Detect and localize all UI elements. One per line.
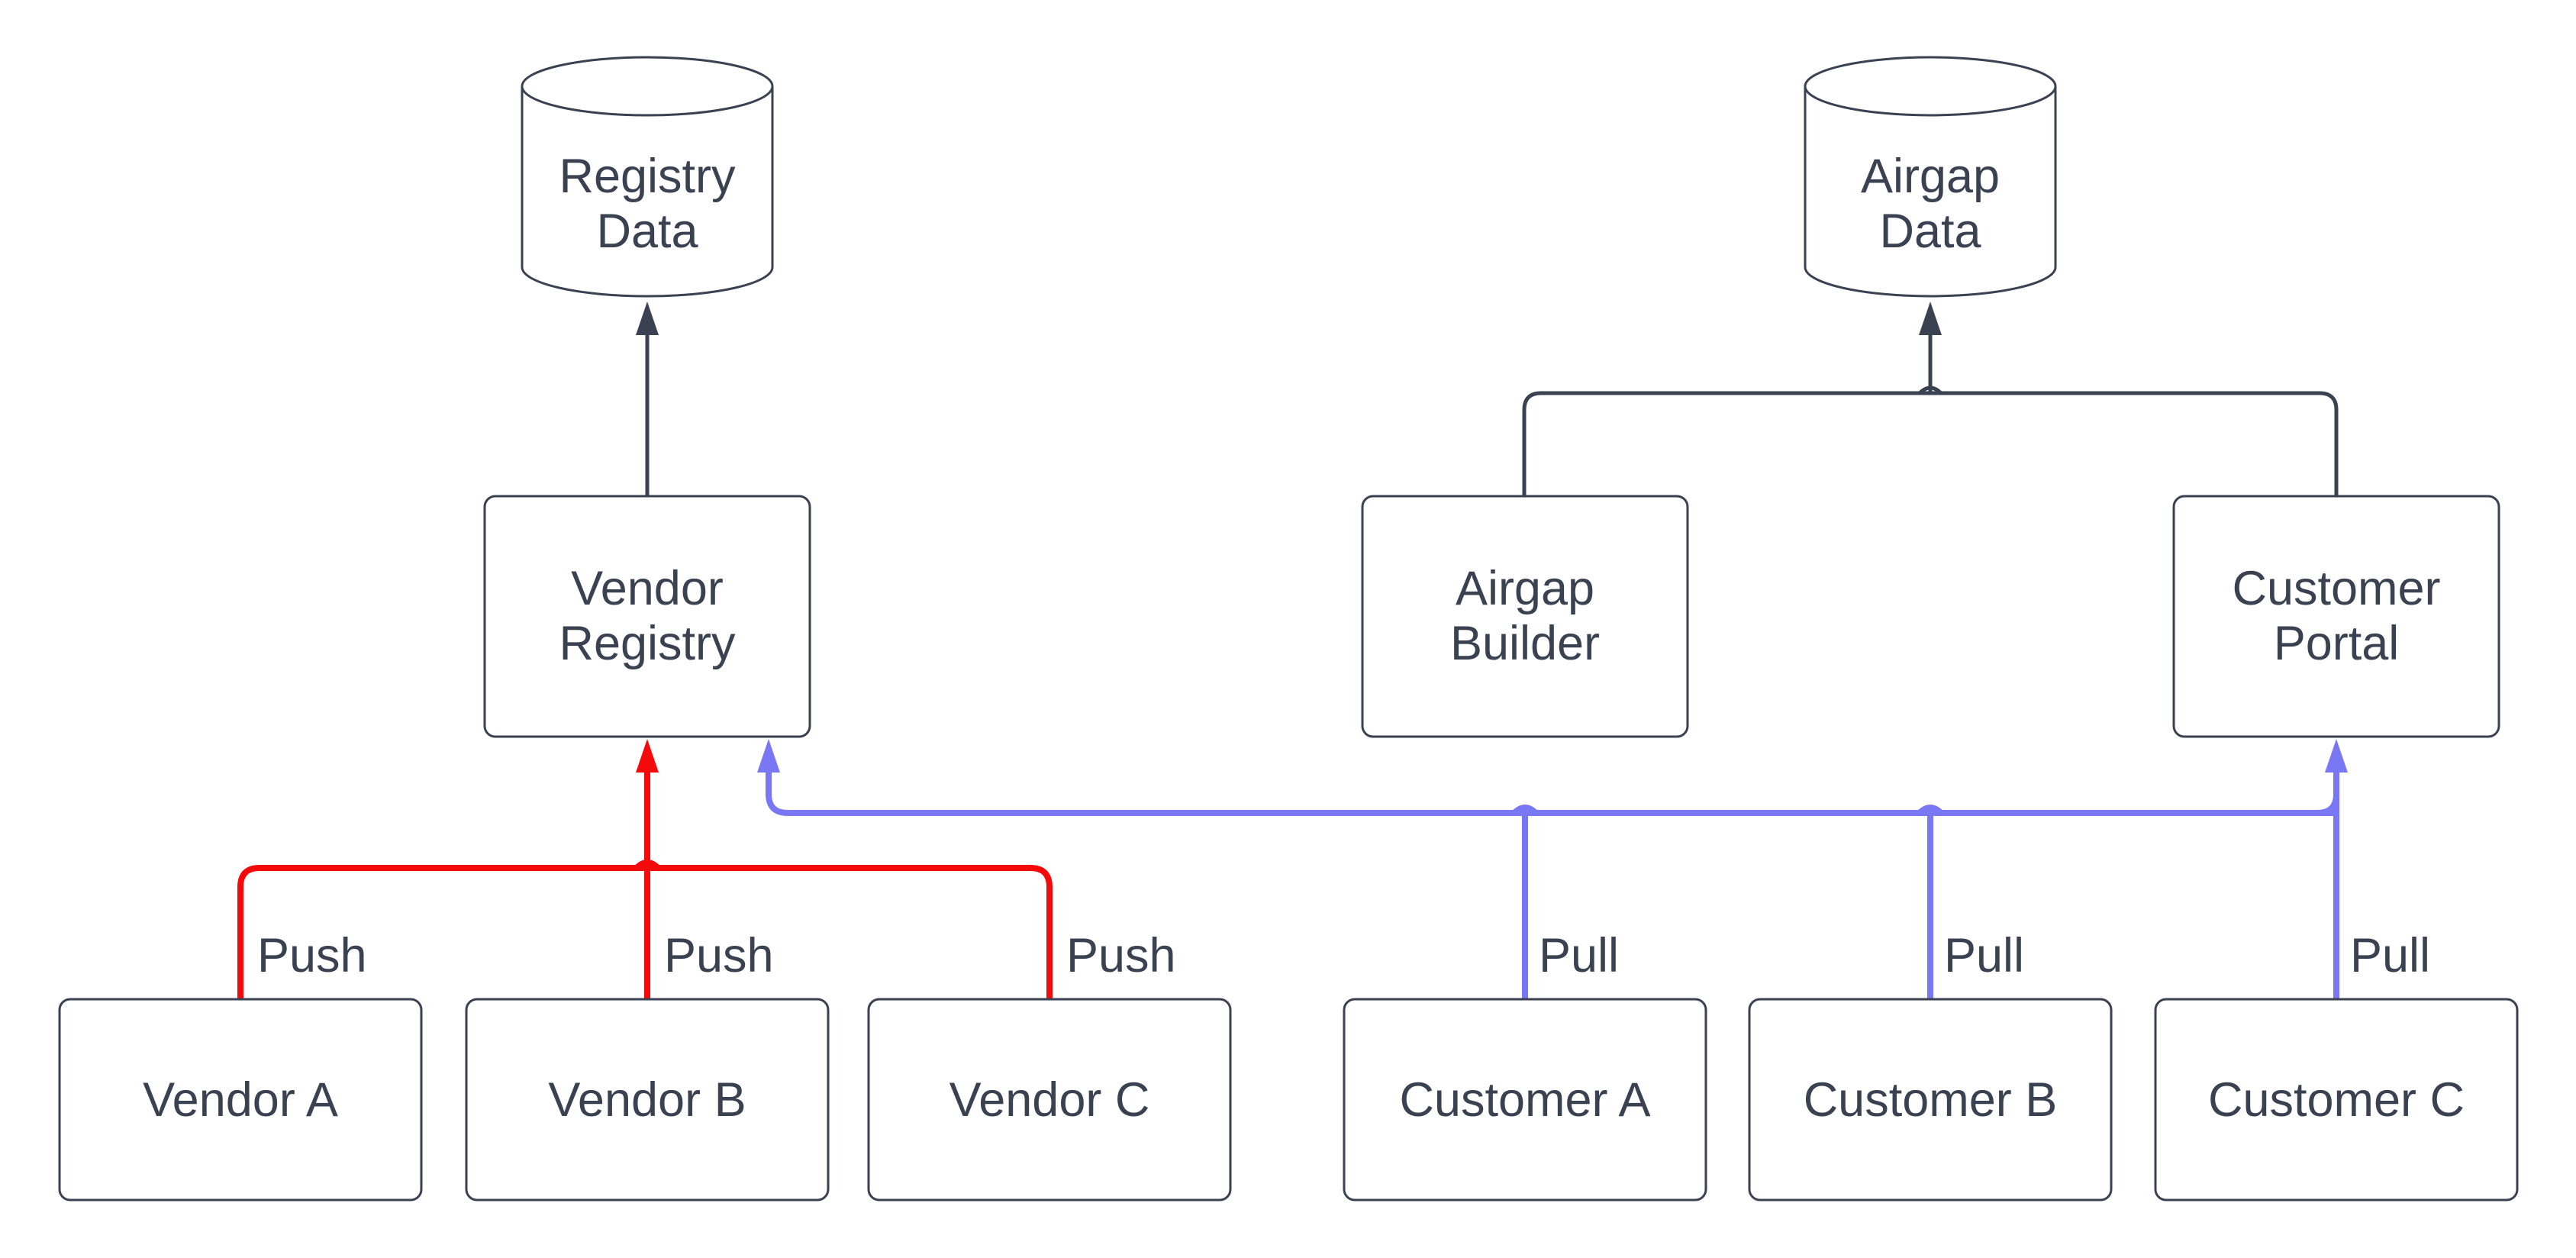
- airgap-data-node: Airgap Data: [1804, 56, 2057, 298]
- cylinder-top-ellipse: [1804, 85, 2057, 117]
- vendor-b-box: [465, 998, 830, 1202]
- vendor-a-label: Vendor A: [143, 1073, 338, 1127]
- pull-merge-bump: [1917, 805, 1943, 815]
- vendor-b-node: Vendor B: [465, 998, 830, 1202]
- customer-portal-label-line1: Customer: [2232, 562, 2440, 615]
- customer-portal-box: [2172, 495, 2500, 738]
- push-edges: [237, 739, 1053, 999]
- vendor-c-node: Vendor C: [867, 998, 1232, 1202]
- pull-merge-bump: [2316, 793, 2339, 816]
- customer-b-box: [1748, 998, 2113, 1202]
- vendor-c-box: [867, 998, 1232, 1202]
- push-label-vendor-a: Push: [257, 929, 367, 982]
- push-arrowhead-up-icon: [636, 739, 659, 773]
- vendor-registry-box: [483, 495, 811, 738]
- push-merge-bump: [634, 860, 660, 870]
- airgap-builder-node: Airgap Builder: [1361, 495, 1689, 738]
- registry-data-label-line2: Data: [596, 205, 698, 258]
- registry-data-label-line1: Registry: [559, 150, 736, 203]
- customer-b-label: Customer B: [1804, 1073, 2058, 1127]
- edge-line: [1522, 391, 2339, 496]
- airgap-builder-label-line1: Airgap: [1456, 562, 1594, 615]
- arrowhead-up-icon: [636, 302, 659, 335]
- pull-arrowhead-up-icon: [2325, 739, 2348, 773]
- pull-bus-line: [766, 769, 2336, 816]
- pull-arrowhead-up-icon: [757, 739, 780, 773]
- customer-portal-label-line2: Portal: [2274, 617, 2400, 670]
- pull-label-customer-c: Pull: [2350, 929, 2430, 982]
- pull-merge-bump: [1512, 805, 1538, 815]
- airgap-builder-label-line2: Builder: [1450, 617, 1600, 670]
- pull-label-customer-b: Pull: [1944, 929, 2024, 982]
- vendor-registry-label-line1: Vendor: [571, 562, 724, 615]
- customer-c-label: Customer C: [2208, 1073, 2465, 1127]
- airgap-builder-box: [1361, 495, 1689, 738]
- vendor-registry-node: Vendor Registry: [483, 495, 811, 738]
- vendor-a-node: Vendor A: [58, 998, 423, 1202]
- push-label-vendor-b: Push: [664, 929, 774, 982]
- pull-edges: [757, 739, 2348, 999]
- customer-c-node: Customer C: [2154, 998, 2519, 1202]
- arrowhead-up-icon: [1919, 302, 1942, 335]
- cylinder-top-ellipse: [521, 85, 774, 117]
- customer-a-label: Customer A: [1399, 1073, 1650, 1127]
- airgap-data-label-line1: Airgap: [1861, 150, 2000, 203]
- edge-builder-portal-to-airgap-data: [1522, 302, 2339, 496]
- customer-b-node: Customer B: [1748, 998, 2113, 1202]
- airgap-data-label-line2: Data: [1879, 205, 1981, 258]
- customer-a-node: Customer A: [1343, 998, 1707, 1202]
- push-label-vendor-c: Push: [1066, 929, 1176, 982]
- database-cylinder-icon: [1804, 56, 2057, 298]
- registry-data-node: Registry Data: [521, 56, 774, 298]
- vendor-registry-label-line2: Registry: [559, 617, 736, 670]
- pull-label-customer-a: Pull: [1539, 929, 1619, 982]
- vendor-b-label: Vendor B: [548, 1073, 746, 1127]
- vendor-c-label: Vendor C: [949, 1073, 1150, 1127]
- edge-vendor-registry-to-registry-data: [636, 302, 659, 496]
- edge-merge-bump: [1918, 385, 1942, 395]
- database-cylinder-icon: [521, 56, 774, 298]
- customer-portal-node: Customer Portal: [2172, 495, 2500, 738]
- vendor-a-box: [58, 998, 423, 1202]
- customer-c-box: [2154, 998, 2519, 1202]
- customer-a-box: [1343, 998, 1707, 1202]
